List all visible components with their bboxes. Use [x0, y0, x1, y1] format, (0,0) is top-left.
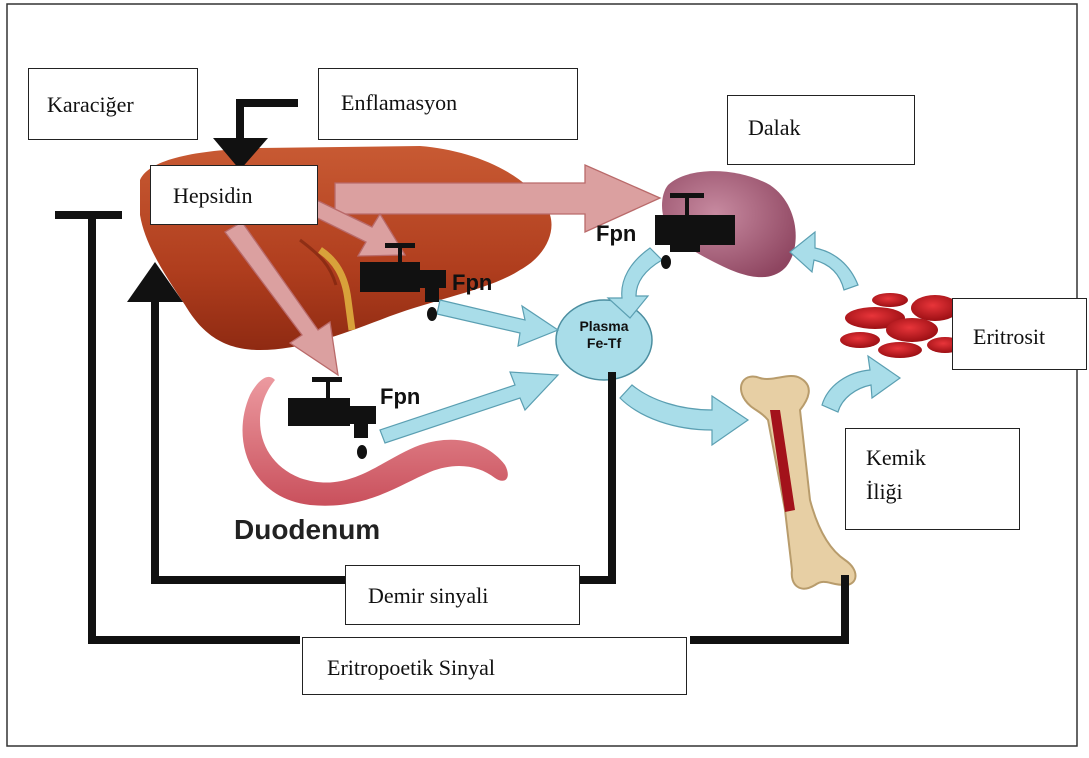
eritropoetik-sinyal-label: Eritropoetik Sinyal: [327, 655, 495, 680]
eritrosit-box: Eritrosit: [952, 298, 1087, 370]
dalak-label: Dalak: [748, 115, 801, 140]
karaciger-label: Karaciğer: [47, 92, 134, 117]
dalak-box: Dalak: [727, 95, 915, 165]
hepsidin-label: Hepsidin: [173, 183, 252, 208]
enflamasyon-label: Enflamasyon: [341, 90, 457, 115]
plasma-label: Plasma Fe-Tf: [570, 318, 638, 352]
demir-sinyali-box: Demir sinyali: [345, 565, 580, 625]
enflamasyon-box: Enflamasyon: [318, 68, 578, 140]
fpn-label-duodenum: Fpn: [380, 384, 420, 410]
fpn-label-spleen: Fpn: [596, 221, 636, 247]
flow-arrow-plasma-to-bone: [620, 385, 748, 445]
fpn-label-liver: Fpn: [452, 270, 492, 296]
kemik-label-line2: İliği: [866, 475, 1019, 509]
duodenum-illustration: [243, 377, 508, 506]
plasma-label-line1: Plasma: [570, 318, 638, 335]
duodenum-label: Duodenum: [234, 514, 380, 546]
demir-sinyali-label: Demir sinyali: [368, 583, 488, 608]
fpn-tap-duodenum: [288, 377, 376, 459]
hepsidin-box: Hepsidin: [150, 165, 318, 225]
plasma-label-line2: Fe-Tf: [570, 335, 638, 352]
flow-arrow-liver-to-plasma: [437, 300, 558, 346]
karaciger-box: Karaciğer: [28, 68, 198, 140]
erythrocytes-illustration: [840, 293, 963, 358]
flow-arrow-bone-to-erythrocyte: [822, 356, 900, 412]
eritropoetik-sinyal-box: Eritropoetik Sinyal: [302, 637, 687, 695]
eritrosit-label: Eritrosit: [973, 324, 1045, 349]
flow-arrow-erythrocyte-to-spleen: [790, 232, 858, 290]
kemik-iligi-box: Kemik İliği: [845, 428, 1020, 530]
kemik-label-line1: Kemik: [866, 441, 1019, 475]
